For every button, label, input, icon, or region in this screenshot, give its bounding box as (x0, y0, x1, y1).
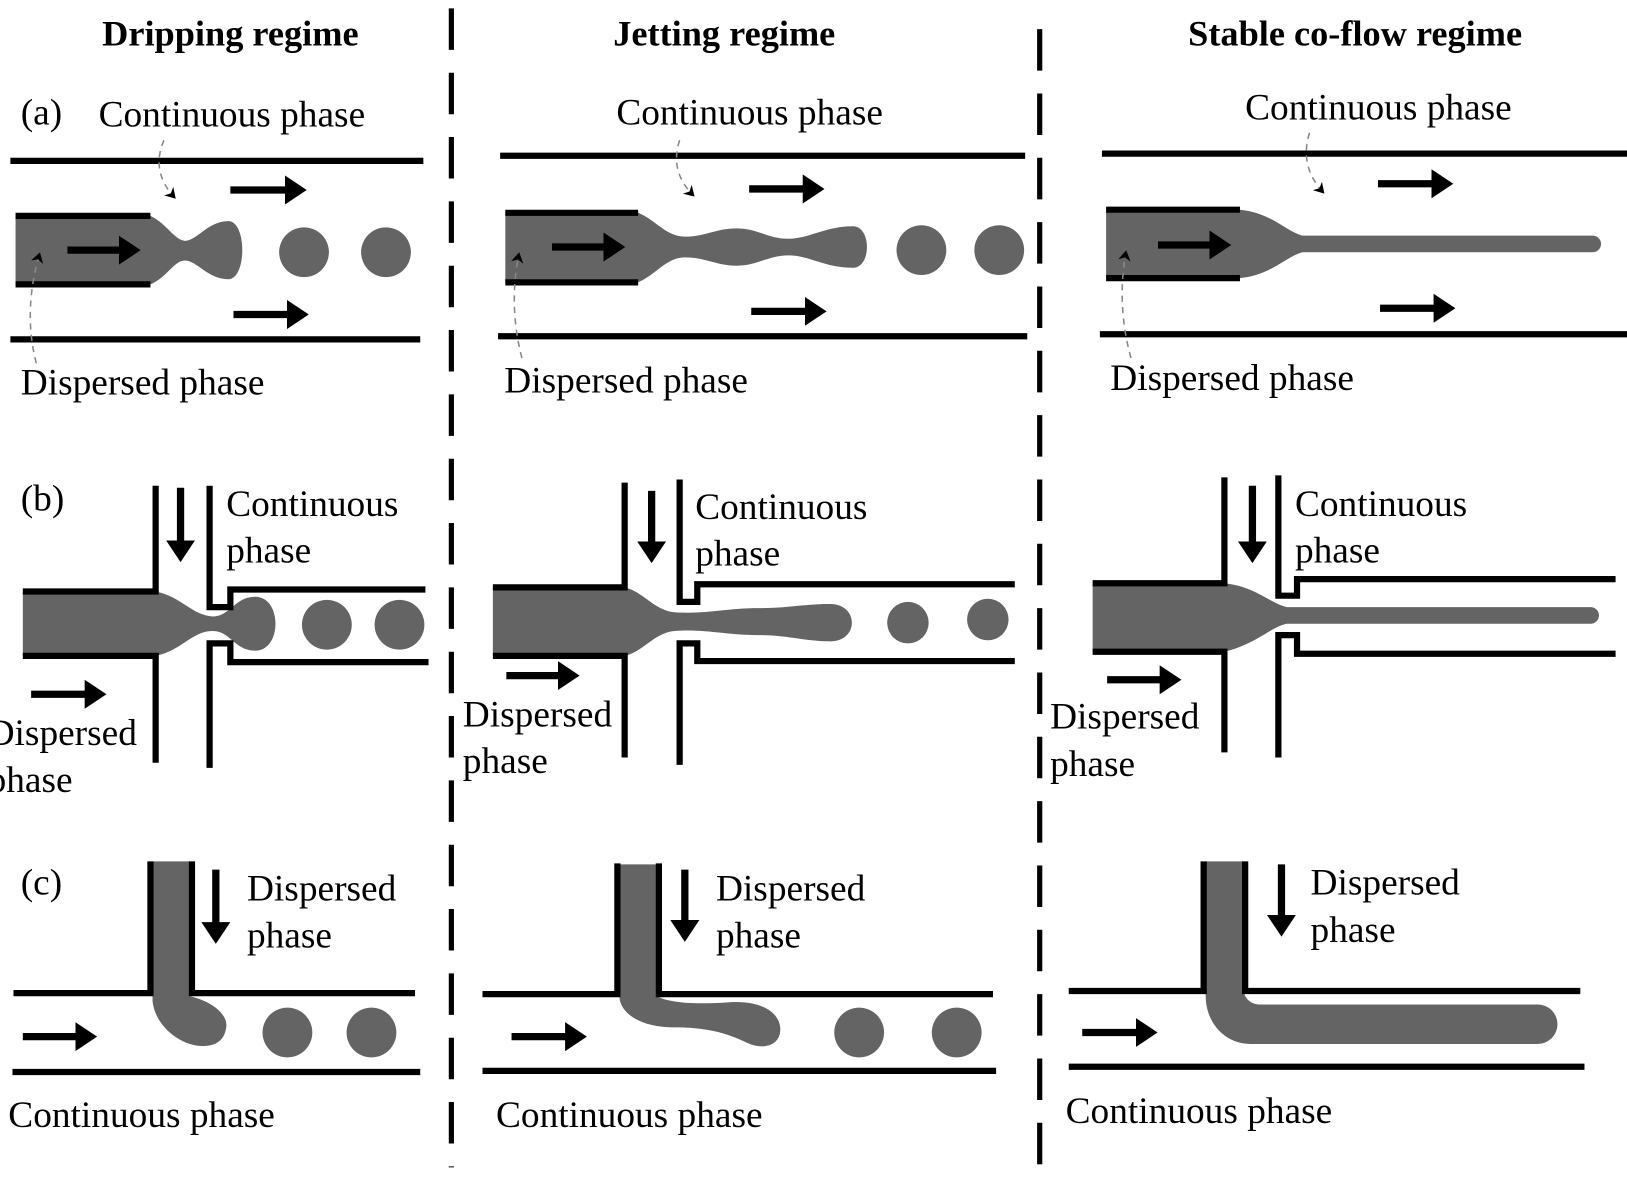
droplet (262, 1007, 313, 1058)
row-label-c: (c) (21, 863, 62, 904)
channel-wall (1242, 861, 1581, 995)
channel-wall (676, 479, 1015, 606)
label-continuous-phase: Continuous phase (99, 95, 366, 136)
label-dispersed-phase: Dispersed phase (504, 360, 748, 401)
leader-line (511, 252, 524, 359)
panel-c-jetting: Dispersed phase Continuous phase (482, 863, 997, 1136)
panel-b-coflow: Continuous phase Dispersed phase (1050, 475, 1616, 785)
droplet (887, 601, 929, 644)
label-phase: phase (463, 741, 548, 782)
droplet (974, 225, 1025, 276)
dispersed-stream (1092, 583, 1599, 652)
dispersed-stream (1205, 861, 1558, 1044)
heading-coflow: Stable co-flow regime (1188, 14, 1522, 54)
panel-a-dripping: Continuous phase Dispersed phase (10, 95, 424, 403)
label-continuous: Continuous (226, 484, 398, 525)
panel-c-coflow: Dispersed phase Continuous phase (1066, 861, 1585, 1132)
channel-wall (655, 863, 994, 998)
droplet (931, 1007, 982, 1058)
channel-wall (676, 640, 1015, 765)
channel-wall (13, 861, 154, 997)
channel-wall (1275, 632, 1616, 758)
leader-line (158, 139, 176, 199)
panel-a-coflow: Continuous phase Dispersed phase (1099, 87, 1627, 399)
droplet (896, 225, 947, 276)
heading-jetting: Jetting regime (613, 14, 835, 54)
channel-wall (1092, 648, 1228, 753)
label-phase: phase (0, 760, 73, 801)
dispersed-stream (1106, 209, 1602, 279)
label-continuous-phase: Continuous phase (616, 93, 883, 134)
dispersed-jet (619, 864, 781, 1047)
label-dispersed: Dispersed (716, 869, 866, 910)
label-continuous: Continuous (1295, 484, 1467, 525)
dispersed-jet (492, 587, 852, 656)
droplet (834, 1007, 885, 1058)
label-phase: phase (226, 530, 311, 571)
leader-line (675, 139, 695, 197)
heading-dripping: Dripping regime (102, 14, 358, 54)
droplet (361, 227, 411, 278)
label-dispersed: Dispersed (0, 713, 137, 754)
channel-wall (188, 861, 416, 997)
row-label-b: (b) (21, 479, 65, 520)
channel-wall (492, 652, 628, 758)
droplet (967, 598, 1009, 641)
panel-a-jetting: Continuous phase Dispersed phase (498, 93, 1028, 401)
panel-b-dripping: Continuous phase Dispersed phase (0, 484, 429, 801)
channel-wall (1275, 475, 1616, 599)
label-dispersed: Dispersed (1311, 863, 1461, 904)
label-phase: phase (1295, 530, 1380, 571)
channel-wall (1092, 477, 1228, 587)
channel-wall (206, 485, 426, 611)
label-phase: phase (695, 534, 780, 575)
leader-line (1118, 250, 1132, 359)
label-continuous-phase: Continuous phase (496, 1095, 763, 1136)
dispersed-fluid (22, 591, 276, 656)
droplet (374, 599, 425, 650)
label-continuous-phase: Continuous phase (1245, 87, 1512, 128)
label-dispersed: Dispersed (1050, 697, 1200, 738)
dispersed-jet (505, 212, 867, 283)
channel-wall (482, 863, 621, 998)
channel-wall (22, 485, 159, 595)
channel-wall (206, 640, 429, 768)
droplet (279, 227, 329, 278)
row-label-a: (a) (21, 93, 62, 134)
channel-wall (22, 652, 159, 763)
label-dispersed-phase: Dispersed phase (1110, 358, 1354, 399)
label-continuous: Continuous (695, 487, 867, 528)
label-continuous-phase: Continuous phase (8, 1095, 275, 1136)
label-phase: phase (716, 915, 801, 956)
panel-c-dripping: Dispersed phase Continuous phase (8, 861, 421, 1136)
panel-b-jetting: Continuous phase Dispersed phase (463, 479, 1015, 782)
leader-line (1305, 132, 1325, 194)
droplet (301, 599, 352, 650)
channel-wall (1068, 861, 1207, 995)
label-dispersed: Dispersed (463, 694, 613, 735)
droplet (346, 1007, 397, 1058)
label-dispersed-phase: Dispersed phase (21, 362, 265, 403)
label-phase: phase (1311, 910, 1396, 951)
channel-wall (492, 482, 628, 591)
label-dispersed: Dispersed (247, 869, 397, 910)
label-phase: phase (1050, 744, 1135, 785)
label-phase: phase (247, 915, 332, 956)
label-continuous-phase: Continuous phase (1066, 1091, 1333, 1132)
